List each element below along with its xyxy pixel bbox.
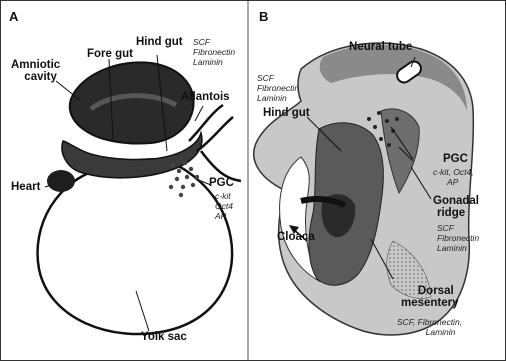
label-gonadal-ridge: Gonadal ridge (433, 195, 479, 219)
label-heart: Heart (11, 181, 40, 193)
label-cloaca: Cloaca (277, 231, 315, 243)
label-dorsal-mesentery: Dorsal mesentery (401, 285, 459, 309)
pgc-markers-b: c-kit, Oct4, (433, 167, 474, 177)
scf-markers-b: SCF Fibronectin Laminin (257, 73, 299, 103)
label-fore-gut: Fore gut (87, 48, 133, 60)
label-allantois: Allantois (181, 91, 230, 103)
label-hind-gut-a: Hind gut (136, 36, 183, 48)
panel-label-a: A (9, 9, 18, 24)
gonadal-markers: SCF Fibronectin Laminin (437, 223, 479, 253)
hind-gut-markers-a: SCF Fibronectin Laminin (193, 37, 235, 67)
mesentery-markers: SCF, Fibronectin, Laminin (397, 317, 462, 337)
label-pgc-a: PGC (209, 177, 234, 189)
label-amniotic-cavity: Amniotic cavity (11, 59, 60, 83)
pgc-markers-b-2: AP (447, 177, 458, 187)
pgc-markers-a: c-kit Oct4 AP (215, 191, 233, 221)
label-yolk-sac: Yolk sac (141, 331, 187, 343)
panel-label-b: B (259, 9, 268, 24)
label-neural-tube: Neural tube (349, 41, 412, 53)
label-hind-gut-b: Hind gut (263, 107, 310, 119)
heart-shape (47, 170, 75, 192)
label-pgc-b: PGC (443, 153, 468, 165)
